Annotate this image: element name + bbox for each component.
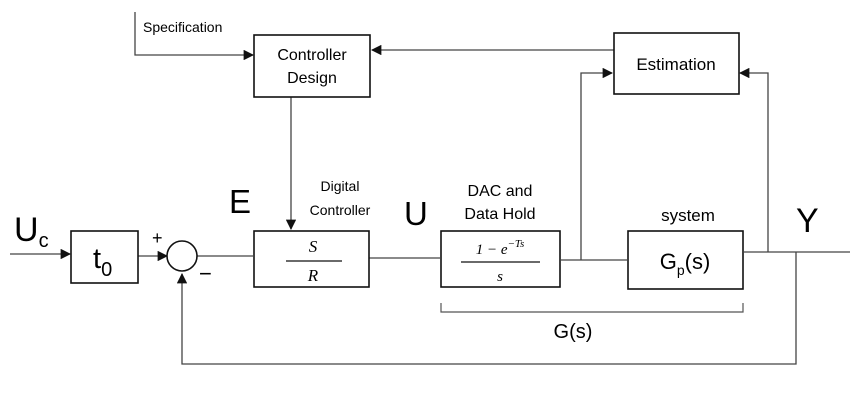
wire-control-to-estimation (580, 67, 614, 260)
specification-label: Specification (143, 19, 222, 35)
prefilter-block (70, 230, 139, 284)
wire-feedback (176, 252, 797, 365)
system-caption: system (661, 206, 715, 225)
controller-design-block (253, 34, 371, 98)
digital-controller-block (253, 230, 370, 288)
output-signal-label: Y (796, 202, 819, 240)
sum-plus-sign: + (152, 228, 163, 248)
dac-numerator: 1 − e−Ts (476, 238, 525, 258)
estimation-label: Estimation (636, 55, 715, 74)
combined-transfer-bracket (440, 303, 744, 313)
controller-denominator: R (307, 266, 319, 285)
reference-input-label: Uc (14, 211, 49, 252)
plant-label: Gp(s) (660, 249, 711, 278)
wire-output-to-estimation (738, 67, 769, 252)
digital-controller-caption-line2: Controller (310, 202, 371, 218)
estimation-block (613, 32, 740, 95)
dac-caption-line2: Data Hold (464, 206, 535, 223)
controller-numerator: S (309, 237, 318, 256)
controller-design-label-line2: Design (287, 70, 337, 87)
controller-design-label-line1: Controller (277, 47, 347, 64)
plant-block (627, 230, 744, 290)
summing-junction (166, 240, 198, 272)
dac-hold-block (440, 230, 561, 288)
wire-specification (134, 12, 255, 61)
combined-transfer-label: G(s) (554, 321, 593, 343)
control-signal-label: U (404, 195, 428, 232)
digital-controller-caption-line1: Digital (321, 178, 360, 194)
error-signal-label: E (229, 183, 251, 220)
dac-denominator: s (497, 269, 503, 285)
dac-caption-line1: DAC and (468, 183, 533, 200)
prefilter-label: t0 (93, 243, 112, 281)
sum-minus-sign: − (199, 261, 212, 286)
